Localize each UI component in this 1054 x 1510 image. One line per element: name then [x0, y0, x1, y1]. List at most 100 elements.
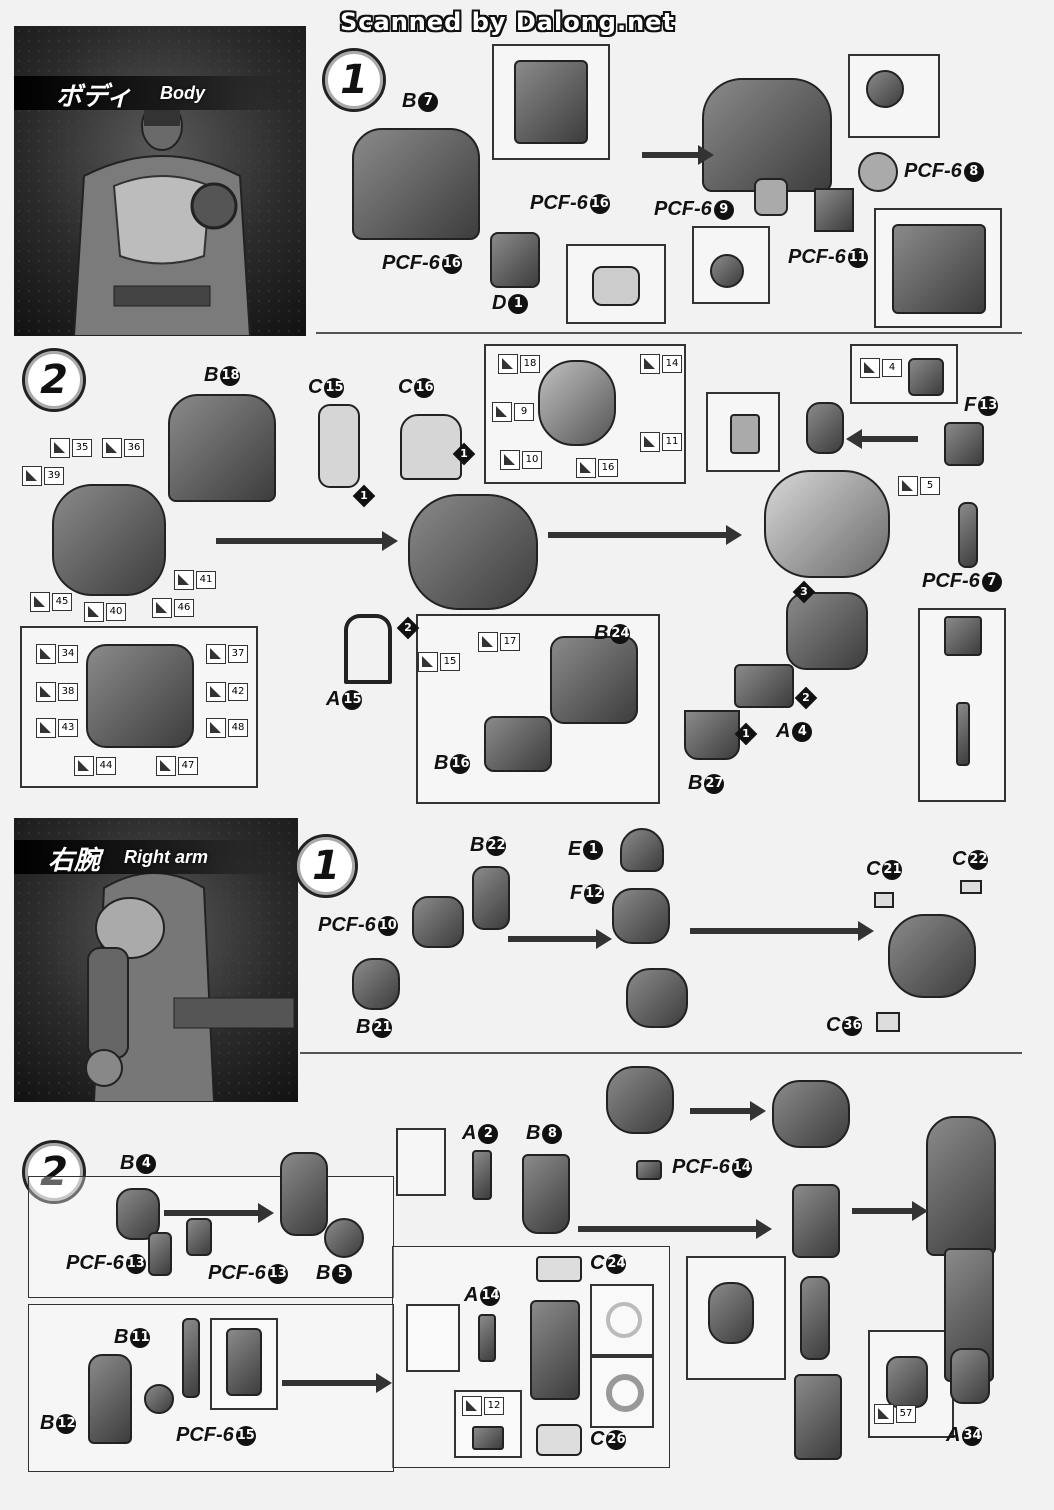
sticker-18: 18	[498, 354, 540, 374]
sticker-14: 14	[640, 354, 682, 374]
body-torso-assembly	[408, 494, 538, 610]
part-c24	[536, 1256, 582, 1282]
body-step2-inset-neck	[706, 392, 780, 472]
sticker-40: 40	[84, 602, 126, 622]
part-pcf6-13b	[186, 1218, 212, 1256]
body-step1-inset-joint	[848, 54, 940, 138]
body-step1-inset-d1	[566, 244, 666, 324]
sticker-39: 39	[22, 466, 64, 486]
body-torso-complete	[764, 470, 890, 578]
sticker-41: 41	[174, 570, 216, 590]
part-a14	[478, 1314, 496, 1362]
sticker-38: 38	[36, 682, 78, 702]
body-neck-joint	[806, 402, 844, 454]
arm-step1-arrow-1	[508, 929, 612, 949]
watermark: Scanned by Dalong.net	[340, 8, 675, 36]
arm-title-banner	[14, 840, 294, 874]
body-step1-inset-top	[492, 44, 610, 160]
body-step-2-badge: 2	[22, 348, 86, 412]
body-step2-arrow-1	[216, 531, 398, 551]
body-reference-photo	[14, 26, 306, 336]
part-c21	[874, 892, 894, 908]
sticker-47: 47	[156, 756, 198, 776]
part-pcf6-8	[858, 152, 898, 192]
sticker-36: 36	[102, 438, 144, 458]
arm-step2-arrow-5	[852, 1201, 928, 1221]
body-step2-arrow-3	[860, 436, 918, 442]
part-a4	[734, 664, 794, 708]
part-pcf6-14	[636, 1160, 662, 1180]
arm-forearm-joined	[794, 1374, 842, 1460]
sticker-10: 10	[500, 450, 542, 470]
arm-step2-inset-c24	[590, 1284, 654, 1356]
part-pcf6-13a	[148, 1232, 172, 1276]
arm-shoulder-step2	[606, 1066, 674, 1134]
arm-elbow-joint	[800, 1276, 830, 1360]
arm-forearm	[530, 1300, 580, 1400]
part-b5	[324, 1218, 364, 1258]
order-mark-1c: 1	[734, 722, 758, 746]
sticker-15: 15	[418, 652, 460, 672]
body-step1-inset-back	[874, 208, 1002, 328]
order-mark-2b: 2	[794, 686, 818, 710]
sticker-9: 9	[492, 402, 534, 422]
sticker-44: 44	[74, 756, 116, 776]
body-step2-inset-pcf	[918, 608, 1006, 802]
part-d1	[490, 232, 540, 288]
body-title-banner	[14, 76, 304, 110]
body-step2-arrow-2	[548, 525, 742, 545]
part-b11	[182, 1318, 200, 1398]
sticker-11: 11	[640, 432, 682, 452]
sticker-12: 12	[462, 1396, 504, 1416]
sticker-45: 45	[30, 592, 72, 612]
arm-step2-inset-a14	[406, 1304, 460, 1372]
part-b18	[168, 394, 276, 502]
arm-step2-inset-a2	[396, 1128, 446, 1196]
part-pcf6-10-shoulder	[412, 896, 464, 948]
part-a34-hand	[950, 1348, 990, 1404]
arm-step-2-badge: 2	[22, 1140, 86, 1204]
part-f13	[944, 422, 984, 466]
sticker-42: 42	[206, 682, 248, 702]
part-c26	[536, 1424, 582, 1456]
part-c16	[400, 414, 462, 480]
order-mark-2a: 2	[396, 616, 420, 640]
sticker-16: 16	[576, 458, 618, 478]
sticker-5: 5	[898, 476, 940, 496]
body-step1-arrow	[642, 145, 714, 165]
arm-step-divider	[300, 1052, 1022, 1054]
arm-step2-arrow-1	[164, 1203, 274, 1223]
order-mark-1a: 1	[352, 484, 376, 508]
arm-step-1-badge: 1	[294, 834, 358, 898]
part-pcf6-7	[958, 502, 978, 568]
sticker-43: 43	[36, 718, 78, 738]
body-title-jp: ボディ	[56, 82, 133, 112]
part-c22	[960, 880, 982, 894]
body-title-en: Body	[160, 83, 205, 103]
arm-title-en: Right arm	[124, 847, 209, 867]
sticker-35: 35	[50, 438, 92, 458]
